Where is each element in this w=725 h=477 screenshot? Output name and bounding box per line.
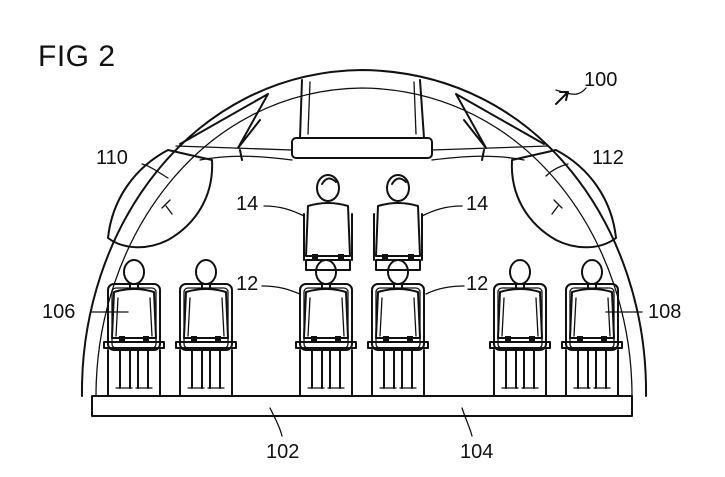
label-106: 106	[42, 301, 75, 323]
figure-title: FIG 2	[38, 40, 116, 73]
label-104: 104	[460, 441, 493, 463]
label-108: 108	[648, 301, 681, 323]
roof-truss-right	[455, 93, 545, 161]
label-102: 102	[266, 441, 299, 463]
passenger-14-a	[303, 174, 353, 271]
label-110: 110	[96, 147, 128, 169]
passenger-12-b	[367, 259, 429, 397]
label-100: 100	[584, 69, 617, 91]
passenger-12-a	[295, 259, 357, 397]
passenger-108-a	[489, 259, 551, 397]
label-12-right: 12	[466, 273, 488, 295]
label-12-left: 12	[236, 273, 258, 295]
label-112: 112	[592, 147, 624, 169]
fuselage-outer	[80, 69, 648, 397]
roof-truss-left	[179, 93, 269, 161]
label-14-left: 14	[236, 193, 258, 215]
fuselage-inner	[95, 87, 633, 397]
cabin-floor	[91, 395, 633, 417]
bin-right	[510, 149, 617, 249]
label-14-right: 14	[466, 193, 488, 215]
passenger-106-b	[175, 259, 237, 397]
passenger-106-a	[103, 259, 165, 397]
passenger-14-b	[373, 174, 423, 271]
bin-left	[107, 149, 214, 249]
ceiling-panel	[299, 79, 425, 139]
